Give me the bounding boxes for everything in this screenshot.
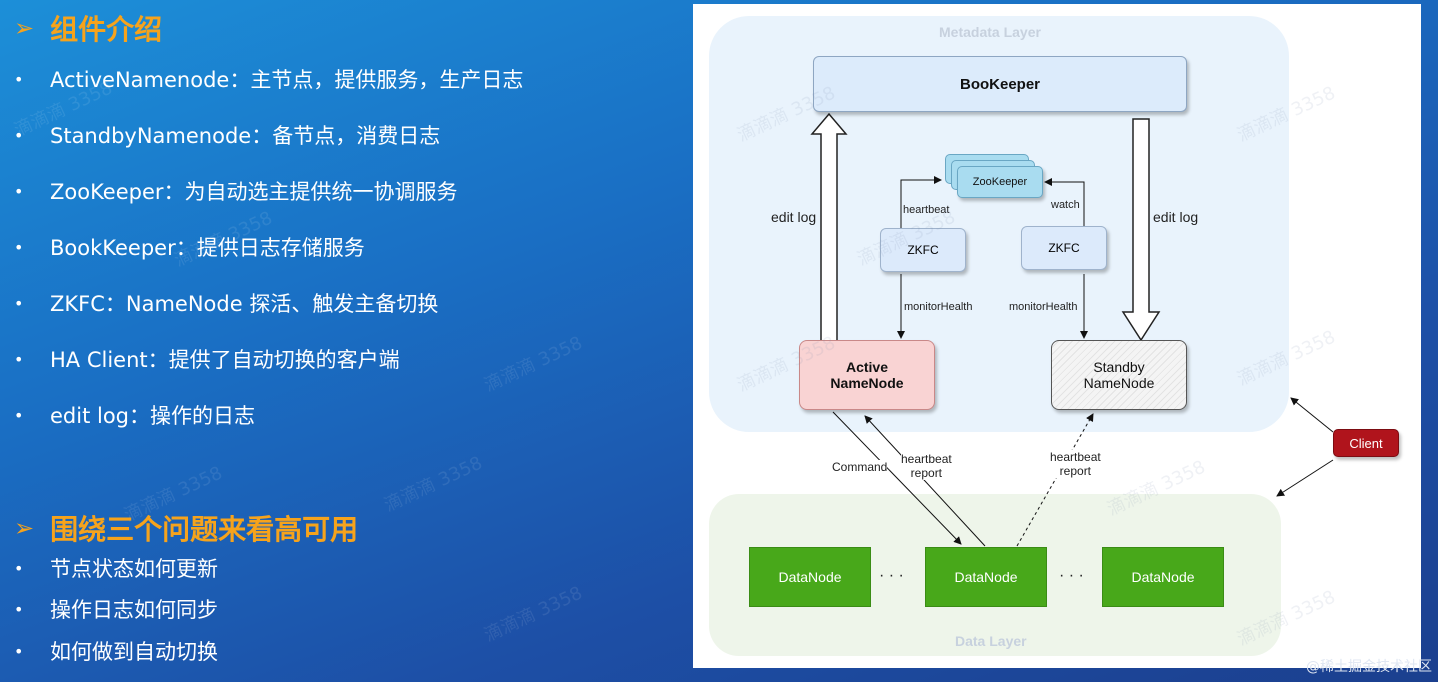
active-namenode-line2: NameNode [830, 375, 904, 391]
architecture-diagram: Metadata Layer Data Layer BooKeeper [693, 4, 1421, 668]
list-item: • StandbyNamenode：备节点，消费日志 [14, 120, 440, 150]
bullet-icon: • [14, 599, 24, 619]
zkfc-left-box: ZKFC [880, 228, 966, 272]
datanode-ellipsis: · · · [1059, 567, 1084, 584]
command-label: Command [832, 460, 888, 474]
list-item-text: HA Client：提供了自动切换的客户端 [50, 348, 400, 372]
list-item: • 操作日志如何同步 [14, 594, 218, 624]
watermark: 滴滴滴 3358 [481, 582, 586, 647]
bullet-icon: • [14, 181, 24, 201]
client-label: Client [1349, 435, 1383, 451]
bullet-icon: • [14, 69, 24, 89]
arrow-icon: ➢ [14, 514, 35, 542]
list-item: • ZKFC：NameNode 探活、触发主备切换 [14, 288, 438, 318]
bullet-icon: • [14, 125, 24, 145]
heartbeat-report-left-arrow [864, 415, 986, 547]
list-item-text: 节点状态如何更新 [50, 557, 218, 581]
heartbeat-label: heartbeat [903, 204, 950, 216]
footer-watermark: @稀土掘金技术社区 [1306, 659, 1432, 675]
datanode-box: DataNode [925, 547, 1047, 607]
list-item-text: BookKeeper：提供日志存储服务 [50, 236, 365, 260]
list-item-text: ZooKeeper：为自动选主提供统一协调服务 [50, 180, 458, 204]
command-arrow [832, 411, 962, 545]
heartbeat-report-right-line2: report [1059, 464, 1092, 478]
data-layer-label: Data Layer [955, 633, 1027, 649]
standby-namenode-line2: NameNode [1083, 375, 1155, 391]
heartbeat-report-left-line2: report [910, 466, 943, 480]
list-item-text: ZKFC：NameNode 探活、触发主备切换 [50, 292, 439, 316]
bullet-icon: • [14, 558, 24, 578]
heartbeat-report-right-arrow [1016, 413, 1094, 547]
standby-namenode-line1: Standby [1093, 359, 1145, 375]
list-item: • BookKeeper：提供日志存储服务 [14, 232, 365, 262]
active-namenode-box: Active NameNode [799, 340, 935, 410]
monitor-health-left-label: monitorHealth [904, 301, 973, 313]
edit-log-right-arrow [1121, 118, 1161, 342]
client-box: Client [1333, 429, 1399, 457]
list-item-text: 操作日志如何同步 [50, 598, 218, 622]
heartbeat-report-right-label: heartbeat report [1050, 450, 1101, 478]
section-title-text: 围绕三个问题来看高可用 [50, 513, 359, 546]
arrow-icon: ➢ [14, 14, 35, 42]
metadata-layer-label: Metadata Layer [939, 24, 1041, 40]
watch-arrow [1044, 178, 1085, 228]
list-item-text: StandbyNamenode：备节点，消费日志 [50, 124, 441, 148]
datanode-box: DataNode [749, 547, 871, 607]
datanode-box: DataNode [1102, 547, 1224, 607]
bullet-icon: • [14, 237, 24, 257]
list-item: • 节点状态如何更新 [14, 553, 218, 583]
list-item: • HA Client：提供了自动切换的客户端 [14, 344, 400, 374]
standby-namenode-box: Standby NameNode [1051, 340, 1187, 410]
datanode-label: DataNode [1131, 569, 1195, 585]
bullet-icon: • [14, 293, 24, 313]
list-item-text: edit log：操作的日志 [50, 404, 256, 428]
list-item: • ActiveNamenode：主节点，提供服务，生产日志 [14, 64, 523, 94]
zkfc-right-label: ZKFC [1048, 241, 1080, 255]
list-item: • 如何做到自动切换 [14, 636, 218, 666]
client-to-metadata-arrow [1290, 397, 1334, 433]
heartbeat-report-left-label: heartbeat report [901, 452, 952, 480]
monitor-health-right-label: monitorHealth [1009, 301, 1078, 313]
edit-log-left-arrow [810, 112, 848, 340]
watermark: 滴滴滴 3358 [381, 452, 486, 517]
list-item-text: ActiveNamenode：主节点，提供服务，生产日志 [50, 68, 524, 92]
bullet-icon: • [14, 405, 24, 425]
watch-label: watch [1051, 199, 1080, 211]
zookeeper-label: ZooKeeper [972, 176, 1028, 188]
client-to-data-arrow [1276, 459, 1334, 497]
heartbeat-report-right-line1: heartbeat [1050, 450, 1101, 464]
bullet-icon: • [14, 349, 24, 369]
heartbeat-report-left-line1: heartbeat [901, 452, 952, 466]
edit-log-left-label: edit log [771, 209, 817, 225]
zkfc-right-box: ZKFC [1021, 226, 1107, 270]
bookkeeper-box: BooKeeper [813, 56, 1187, 112]
section-title-components: ➢ 组件介绍 [14, 8, 162, 48]
section-title-questions: ➢ 围绕三个问题来看高可用 [14, 508, 358, 548]
zookeeper-box: ZooKeeper [957, 166, 1043, 198]
bookkeeper-label: BooKeeper [959, 75, 1041, 93]
section-title-text: 组件介绍 [50, 13, 163, 46]
datanode-ellipsis: · · · [879, 567, 904, 584]
zkfc-left-label: ZKFC [907, 243, 939, 257]
edit-log-right-label: edit log [1153, 209, 1199, 225]
list-item: • edit log：操作的日志 [14, 400, 255, 430]
bullet-icon: • [14, 641, 24, 661]
datanode-label: DataNode [778, 569, 842, 585]
watermark: 滴滴滴 3358 [481, 332, 586, 397]
datanode-label: DataNode [954, 569, 1018, 585]
list-item-text: 如何做到自动切换 [50, 640, 218, 664]
connectors [810, 112, 1334, 547]
active-namenode-line1: Active [845, 359, 889, 375]
heartbeat-arrow [900, 176, 942, 228]
list-item: • ZooKeeper：为自动选主提供统一协调服务 [14, 176, 458, 206]
